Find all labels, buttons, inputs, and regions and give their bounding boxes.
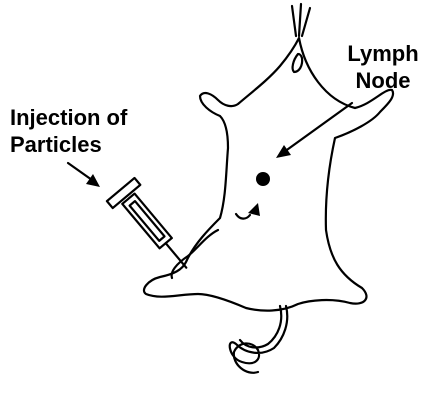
injection-arrow-line [68,163,92,180]
whisker-mid [299,4,301,36]
lymph-node-dot [256,172,270,186]
lymph-node-arrow-line [284,103,352,152]
mouse-tail [230,306,288,373]
whisker-right [302,8,310,36]
lymph-node-label-line2: Node [343,67,423,94]
whisker-left [292,6,296,36]
mouse-mouth [236,214,250,219]
injection-label-line1: Injection of [10,104,127,131]
injection-label-line2: Particles [10,131,127,158]
mouse-tail-inner [240,306,281,347]
syringe-barrel [122,194,172,249]
lymph-node-label: Lymph Node [343,40,423,94]
lymph-node-label-line1: Lymph [343,40,423,67]
lymph-node-arrowhead [276,145,291,158]
mouse-ear [293,54,303,72]
injection-label: Injection of Particles [10,104,127,158]
syringe-needle [166,243,187,268]
